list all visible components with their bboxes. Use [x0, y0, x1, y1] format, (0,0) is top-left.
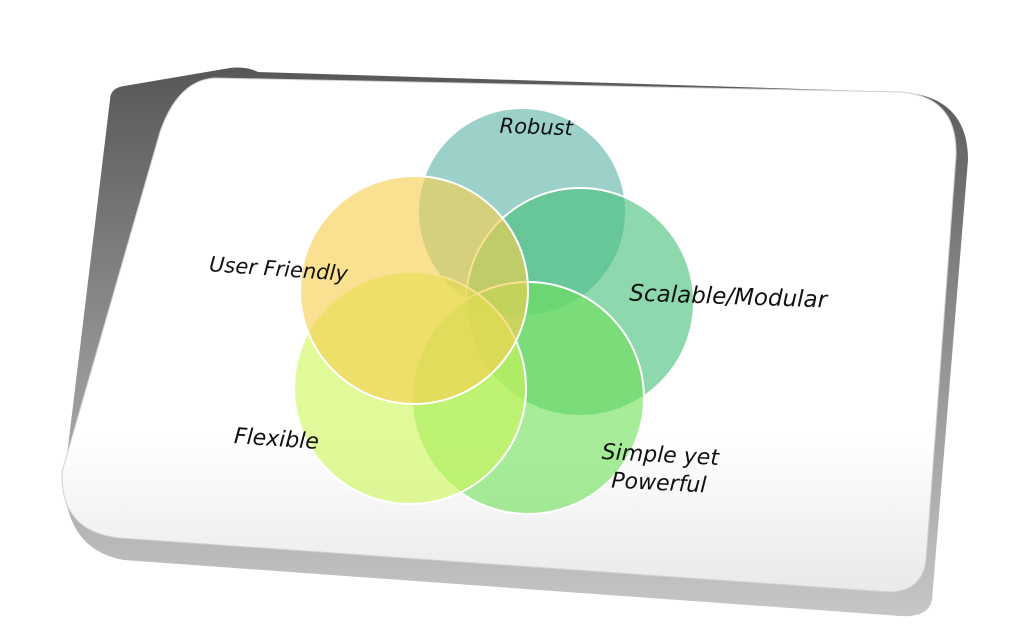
label-line: Simple yet — [601, 440, 721, 471]
label-robust: Robust — [499, 114, 574, 141]
venn-circles — [293, 107, 695, 515]
label-simple: Simple yetPowerful — [600, 440, 721, 499]
label-line: Powerful — [611, 468, 707, 498]
label-flexible: Flexible — [233, 424, 320, 455]
circle-user-friendly — [299, 175, 529, 405]
